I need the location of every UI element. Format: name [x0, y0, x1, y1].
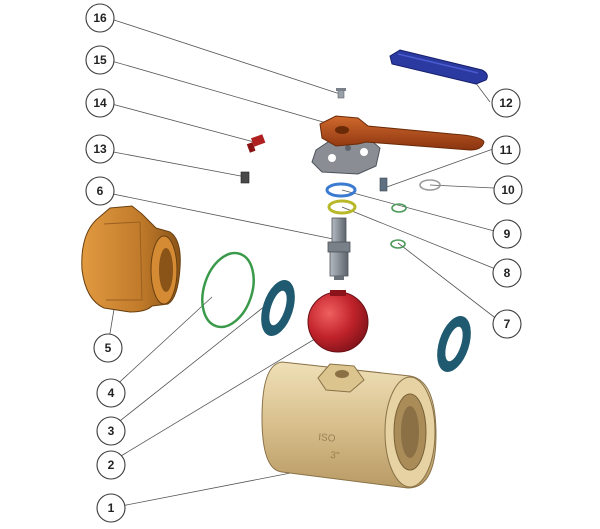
callout-5: 5	[93, 333, 123, 363]
part-2-ball	[307, 290, 369, 353]
svg-text:9: 9	[504, 227, 511, 241]
svg-text:12: 12	[499, 96, 513, 110]
callout-3: 3	[96, 416, 126, 446]
callout-14: 14	[85, 88, 115, 118]
svg-text:10: 10	[501, 183, 515, 197]
callouts: 1 2 3 4 5 6 7 8 9 10 11	[85, 3, 523, 523]
svg-text:7: 7	[504, 317, 511, 331]
part-1-valve-body: ISO 3"	[261, 361, 437, 489]
svg-text:16: 16	[93, 11, 107, 25]
callout-2: 2	[96, 450, 126, 480]
svg-text:4: 4	[108, 386, 115, 400]
svg-text:11: 11	[500, 143, 513, 157]
callout-6: 6	[85, 176, 115, 206]
part-14-bolt	[246, 134, 266, 153]
callout-7: 7	[492, 309, 522, 339]
part-3-body-seal	[261, 280, 295, 336]
callout-11: 11	[491, 135, 521, 165]
part-9-small-oring-green	[391, 203, 407, 213]
part-16-screw	[336, 88, 346, 99]
part-11-pin	[379, 177, 388, 192]
callout-9: 9	[492, 219, 522, 249]
svg-text:3: 3	[108, 424, 115, 438]
svg-text:15: 15	[93, 53, 107, 67]
callout-13: 13	[85, 134, 115, 164]
callout-15: 15	[85, 45, 115, 75]
callout-16: 16	[85, 3, 115, 33]
part-12-handle-grip	[389, 49, 488, 85]
seat-seal-right	[437, 316, 471, 372]
body-marking-line1: ISO	[318, 432, 337, 445]
callout-1: 1	[96, 493, 126, 523]
part-9-stem-washer	[325, 182, 357, 198]
part-15-handle	[319, 115, 485, 151]
part-4-outer-oring	[201, 251, 255, 329]
body-marking-line2: 3"	[330, 450, 341, 462]
part-8-stem-oring	[327, 199, 357, 215]
svg-text:13: 13	[93, 142, 107, 156]
leader-lines	[107, 17, 499, 509]
svg-text:6: 6	[97, 184, 104, 198]
callout-8: 8	[492, 258, 522, 288]
part-10-ring	[419, 179, 441, 191]
svg-text:8: 8	[504, 266, 511, 280]
svg-text:14: 14	[93, 96, 107, 110]
callout-10: 10	[493, 175, 523, 205]
callout-4: 4	[96, 378, 126, 408]
part-5-end-connector	[81, 205, 181, 313]
svg-text:2: 2	[108, 458, 115, 472]
part-6-stem	[327, 217, 351, 280]
svg-text:5: 5	[105, 341, 112, 355]
callout-12: 12	[491, 88, 521, 118]
svg-text:1: 1	[108, 501, 115, 515]
part-13-set-screw	[240, 171, 250, 184]
part-7-small-oring	[390, 239, 406, 249]
